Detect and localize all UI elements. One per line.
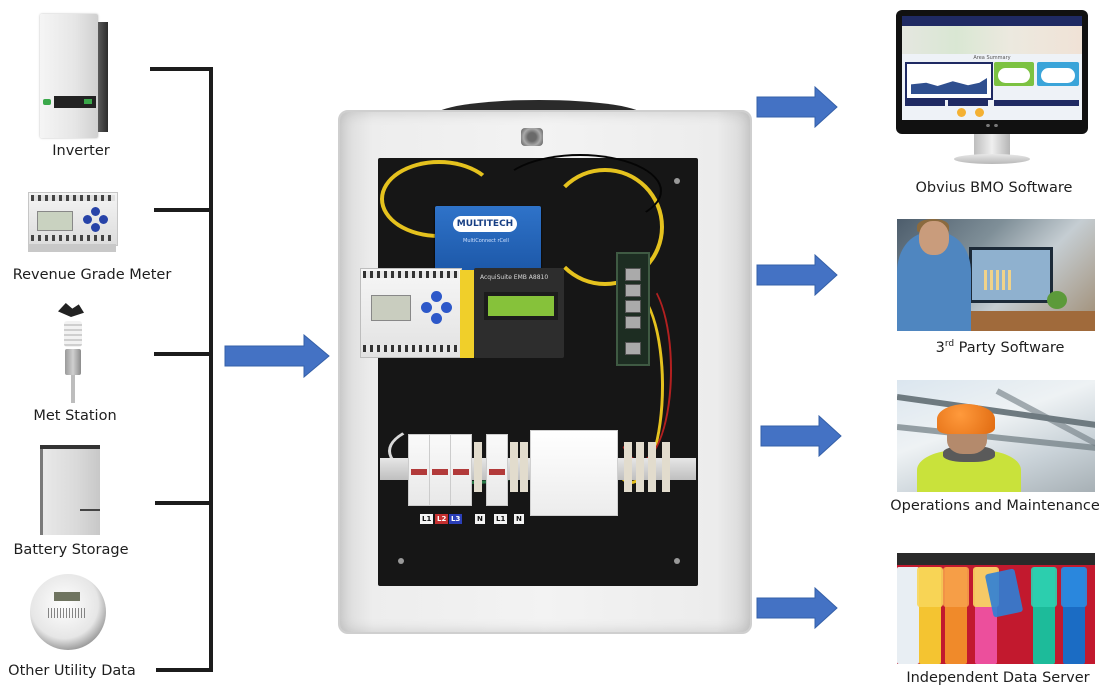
network-switch <box>616 252 650 366</box>
third-party-software-label: 3rd Party Software <box>935 339 1065 356</box>
obvius-bmo-software-label: Obvius BMO Software <box>915 180 1073 196</box>
other-utility-data-label: Other Utility Data <box>8 663 136 679</box>
output-arrow-server-icon <box>756 587 838 629</box>
analyst-photo-icon <box>897 219 1095 331</box>
worker-photo-icon <box>897 380 1095 492</box>
input-arrow-icon <box>224 334 330 378</box>
power-supply <box>530 430 618 516</box>
modem-model: MultiConnect rCell <box>463 238 509 244</box>
single-phase-l1-tag: L1 <box>494 514 508 524</box>
logger-label: AcquiSuite EMB A8810 <box>480 274 549 281</box>
connector-battery <box>155 501 213 505</box>
bracket-vertical-line <box>209 67 213 672</box>
revenue-meter-label: Revenue Grade Meter <box>12 267 172 283</box>
independent-data-server-label: Independent Data Server <box>906 670 1090 686</box>
connector-met-station <box>154 352 213 356</box>
output-arrow-third-party-icon <box>756 254 838 296</box>
revenue-meter-icon <box>28 186 118 254</box>
utility-meter-icon <box>30 574 108 654</box>
data-acquisition-enclosure-icon: MULTITECH MultiConnect rCell AcquiSuite … <box>338 100 752 634</box>
connector-utility <box>156 668 213 672</box>
battery-storage-label: Battery Storage <box>13 542 129 558</box>
connector-inverter <box>150 67 213 71</box>
neutral-tag: N <box>475 514 485 524</box>
inverter-label: Inverter <box>52 143 110 159</box>
dashboard-screen-title: Area Summary <box>973 55 1011 61</box>
network-cables-photo-icon <box>897 553 1095 664</box>
battery-icon <box>40 445 100 535</box>
inverter-icon <box>40 14 108 138</box>
connector-meter <box>154 208 213 212</box>
acquisuite-data-logger: AcquiSuite EMB A8810 <box>474 268 564 358</box>
phase-tag-l1: L1 <box>420 514 434 524</box>
monitor-dashboard-icon: Area Summary <box>896 10 1088 176</box>
phase-tag-l3: L3 <box>449 514 463 524</box>
weather-station-icon <box>54 303 90 403</box>
met-station-label: Met Station <box>33 408 117 424</box>
output-arrow-om-icon <box>760 415 842 457</box>
single-phase-n-tag: N <box>514 514 524 524</box>
modem-brand-logo: MULTITECH <box>453 216 517 232</box>
output-arrow-bmo-icon <box>756 86 838 128</box>
operations-maintenance-label: Operations and Maintenance <box>890 498 1100 514</box>
cellular-modem: MULTITECH MultiConnect rCell <box>435 206 541 276</box>
din-energy-meter <box>360 268 462 358</box>
phase-tag-l2: L2 <box>435 514 449 524</box>
